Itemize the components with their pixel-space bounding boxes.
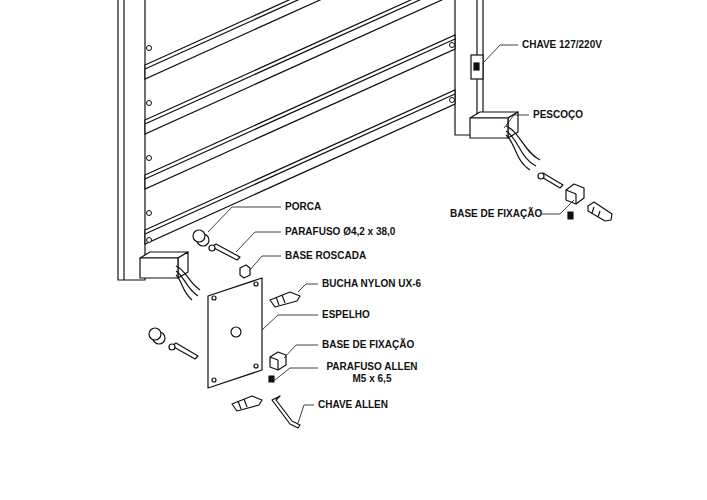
part-label: CHAVE ALLEN — [318, 399, 388, 411]
leader-lines — [208, 45, 574, 423]
leader-lines-shape — [284, 345, 318, 358]
left-parts-shape — [193, 230, 205, 242]
part-label: PORCA — [285, 201, 321, 213]
leader-lines-shape — [250, 256, 281, 270]
neck-right-shape — [506, 126, 540, 170]
left-parts-shape — [212, 244, 240, 260]
part-label: ESPELHO — [322, 309, 370, 321]
left-parts-shape — [238, 401, 241, 409]
right-parts-shape — [592, 207, 594, 213]
leader-lines-shape — [542, 200, 574, 214]
left-parts-shape — [209, 245, 215, 251]
rail-screws-shape — [450, 98, 455, 103]
right-parts-shape — [598, 211, 600, 217]
left-parts-shape — [269, 376, 274, 382]
leader-lines-shape — [504, 115, 529, 128]
frame-bars-shape — [145, 90, 455, 244]
part-label: PESCOÇO — [533, 109, 583, 121]
neck-left-shape — [140, 258, 178, 278]
left-parts-shape — [208, 278, 262, 388]
neck-right — [470, 112, 540, 170]
frame-rails-shape — [123, 0, 124, 280]
switch-label: CHAVE 127/220V — [522, 39, 602, 51]
left-parts-shape — [270, 292, 300, 307]
left-parts-shape — [254, 364, 258, 368]
left-parts-shape — [240, 265, 250, 278]
leader-lines-shape — [275, 368, 318, 380]
neck-left — [140, 252, 200, 300]
left-parts-shape — [272, 396, 300, 428]
right-parts-shape — [566, 190, 576, 194]
frame-rails — [118, 0, 483, 280]
left-parts-shape — [212, 296, 216, 300]
leader-lines-shape — [298, 405, 314, 423]
rail-screws-shape — [147, 238, 152, 243]
part-label: BASE ROSCADA — [285, 250, 366, 262]
left-parts-shape — [270, 357, 278, 360]
leader-lines-shape — [208, 207, 281, 232]
leader-lines-shape — [236, 232, 281, 252]
leader-lines-shape — [298, 284, 318, 292]
left-parts-shape — [282, 295, 285, 303]
switch-shape — [474, 63, 479, 70]
right-parts-shape — [575, 194, 576, 204]
right-parts-shape — [568, 212, 573, 219]
rail-screws-shape — [147, 46, 152, 51]
left-parts — [149, 230, 300, 428]
left-parts-shape — [149, 328, 161, 340]
neck-left-shape — [176, 266, 200, 300]
left-parts-shape — [231, 327, 241, 337]
left-parts-shape — [254, 282, 258, 286]
left-parts-shape — [276, 297, 279, 305]
rail-screws-shape — [147, 156, 152, 161]
right-parts — [538, 173, 612, 221]
leader-lines-shape — [484, 45, 518, 62]
right-parts-shape — [538, 173, 544, 179]
part-label: BUCHA NYLON UX-6 — [322, 278, 421, 290]
left-parts-shape — [212, 378, 216, 382]
left-parts-shape — [232, 396, 262, 411]
left-parts-shape — [270, 352, 286, 370]
part-label: PARAFUSO ALLEN M5 x 6,5 — [322, 361, 422, 385]
rail-screws-shape — [147, 101, 152, 106]
rail-screws — [147, 0, 455, 243]
right-parts-shape — [566, 184, 584, 204]
left-parts-shape — [169, 344, 175, 350]
switch-shape — [471, 55, 483, 79]
frame-bars-shape — [145, 39, 455, 179]
rail-screws-shape — [450, 43, 455, 48]
leader-lines-shape — [262, 315, 318, 330]
left-parts-shape — [172, 343, 198, 359]
frame-bars — [145, 0, 455, 244]
rail-screws-shape — [147, 211, 152, 216]
neck-right-shape — [470, 118, 508, 138]
right-parts-shape — [588, 202, 612, 221]
switch — [471, 55, 483, 79]
frame-rails-shape — [118, 0, 145, 280]
left-parts-shape — [244, 399, 247, 407]
part-label: PARAFUSO Ø4,2 x 38,0 — [285, 226, 395, 238]
part-label: BASE DE FIXAÇÃO — [450, 208, 542, 220]
left-parts-shape — [277, 360, 278, 370]
part-label: BASE DE FIXAÇÃO — [322, 339, 414, 351]
frame-bars-shape — [145, 94, 455, 234]
